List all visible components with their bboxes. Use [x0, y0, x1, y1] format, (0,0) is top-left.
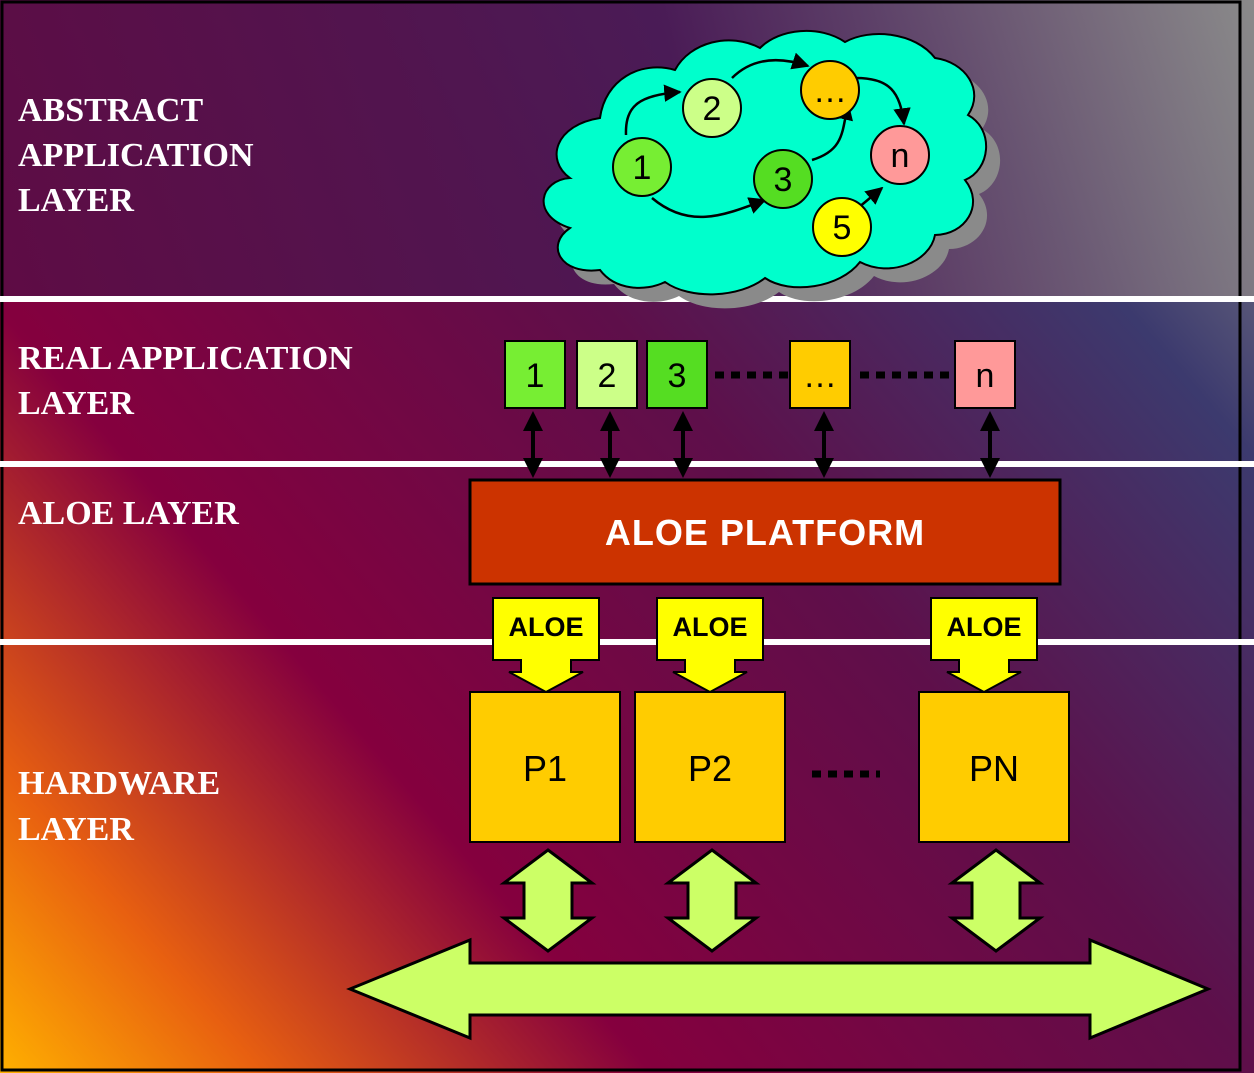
abstract-layer-label-3: LAYER	[18, 182, 134, 219]
module-ellipsis-box	[789, 340, 851, 409]
processor-p2: P2	[634, 691, 786, 843]
graph-node-ellipsis-label: …	[813, 72, 847, 110]
real-application-modules: 1 2 3 … n	[504, 340, 1016, 478]
graph-edges	[624, 52, 911, 219]
aloe-connector-p1: ALOE	[492, 597, 600, 694]
module-ellipsis: …	[789, 340, 851, 409]
real-layer-label-2: LAYER	[18, 385, 134, 422]
graph-node-3-circle	[753, 149, 813, 209]
graph-node-1: 1	[612, 137, 672, 197]
graph-node-2-label: 2	[703, 90, 722, 128]
real-layer-label-1: REAL APPLICATION	[18, 340, 353, 377]
processor-p1-box	[469, 691, 621, 843]
module-3-label: 3	[668, 357, 687, 395]
bus-connector-pn	[947, 848, 1045, 953]
application-cloud: 1 2 … 3 n 5	[542, 30, 1001, 309]
module-1-label: 1	[526, 357, 545, 395]
graph-node-n: n	[870, 125, 930, 185]
aloe-platform: ALOE PLATFORM	[468, 478, 1062, 586]
bus-connector-p2	[663, 848, 761, 953]
layer-labels: ABSTRACT APPLICATION LAYER REAL APPLICAT…	[18, 92, 353, 848]
graph-node-1-circle	[612, 137, 672, 197]
module-2-label: 2	[598, 357, 617, 395]
processor-pn-box	[918, 691, 1070, 843]
processor-pn-label: PN	[969, 748, 1019, 789]
module-n: n	[954, 340, 1016, 409]
graph-node-1-label: 1	[633, 149, 652, 187]
edge-1-3	[651, 197, 767, 219]
module-1: 1	[504, 340, 566, 409]
graph-node-n-circle	[870, 125, 930, 185]
processor-p1-label: P1	[523, 748, 567, 789]
processor-pn: PN	[918, 691, 1070, 843]
module-3: 3	[646, 340, 708, 409]
graph-node-2: 2	[682, 78, 742, 138]
layer-dividers	[0, 296, 1254, 645]
aloe-connector-p2-label: ALOE	[672, 612, 747, 642]
graph-node-3-label: 3	[774, 161, 793, 199]
processor-p1: P1	[469, 691, 621, 843]
aloe-connector-p1-label: ALOE	[508, 612, 583, 642]
hardware-layer-label-1: HARDWARE	[18, 765, 220, 802]
aloe-connector-p2-shape	[656, 597, 764, 694]
bus-connectors	[499, 848, 1045, 953]
hardware-bus	[346, 937, 1212, 1041]
hardware-layer-label-2: LAYER	[18, 811, 134, 848]
graph-node-2-circle	[682, 78, 742, 138]
aloe-connector-pn-shape	[930, 597, 1038, 694]
divider-real-aloe	[0, 461, 1254, 467]
aloe-connectors: ALOE ALOE ALOE	[492, 597, 1038, 694]
module-2-box	[576, 340, 638, 409]
divider-aloe-hardware	[0, 639, 1254, 645]
aloe-connector-pn-label: ALOE	[946, 612, 1021, 642]
bus-connector-p1	[499, 848, 597, 953]
module-1-box	[504, 340, 566, 409]
divider-abstract-real	[0, 296, 1254, 302]
abstract-layer-label-2: APPLICATION	[18, 137, 254, 174]
aloe-connector-p1-shape	[492, 597, 600, 694]
processor-p2-label: P2	[688, 748, 732, 789]
module-platform-links	[523, 411, 1000, 478]
graph-node-3: 3	[753, 149, 813, 209]
edge-1-2	[624, 84, 682, 136]
module-n-box	[954, 340, 1016, 409]
edge-2-ellipsis	[731, 52, 810, 79]
graph-node-5-label: 5	[833, 209, 852, 247]
graph-node-ellipsis-circle	[800, 60, 860, 120]
abstract-layer-label-1: ABSTRACT	[18, 92, 203, 129]
module-boxes: 1 2 3 … n	[504, 340, 1016, 409]
graph-node-5: 5	[812, 197, 872, 257]
processors: P1 P2 PN	[469, 691, 1070, 843]
graph-node-5-circle	[812, 197, 872, 257]
graph-node-ellipsis: …	[800, 60, 860, 120]
aloe-platform-label: ALOE PLATFORM	[605, 512, 925, 553]
module-2: 2	[576, 340, 638, 409]
aloe-layer-label: ALOE LAYER	[18, 495, 239, 532]
processor-p2-box	[634, 691, 786, 843]
module-ellipsis-label: …	[803, 357, 837, 395]
aloe-connector-p2: ALOE	[656, 597, 764, 694]
module-3-box	[646, 340, 708, 409]
graph-node-n-label: n	[891, 137, 910, 175]
edge-ellipsis-n	[855, 76, 911, 126]
aloe-connector-pn: ALOE	[930, 597, 1038, 694]
graph-nodes: 1 2 … 3 n 5	[612, 60, 930, 257]
module-n-label: n	[976, 357, 995, 395]
aloe-platform-box	[468, 478, 1062, 586]
